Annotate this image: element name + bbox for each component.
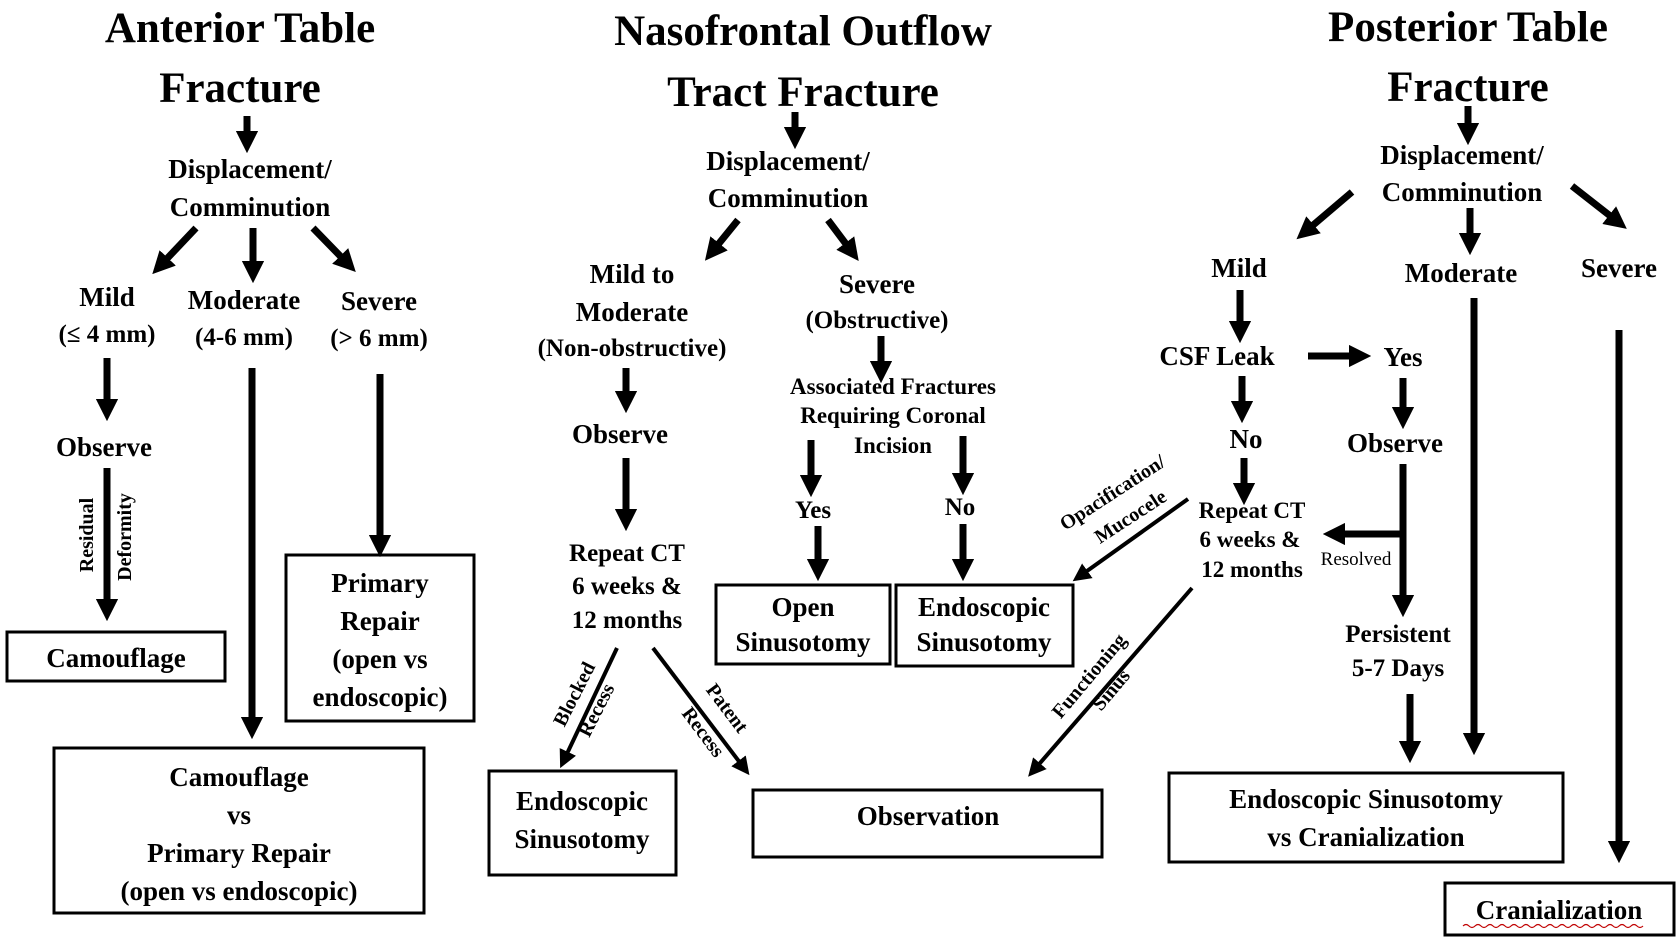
arrow-anterior-to-mild: [152, 225, 199, 275]
posterior-repeat-line2: 6 weeks &: [1200, 527, 1301, 552]
endo-vs-line2: vs Cranialization: [1267, 822, 1464, 852]
endo-vs-cranialization-box: [1167, 771, 1565, 864]
residual-label: Residual: [76, 497, 98, 572]
posterior-mild: Mild: [1211, 253, 1267, 283]
arrow-nasofrontal-to-mild: [704, 217, 741, 261]
resolved-label: Resolved: [1321, 549, 1392, 570]
posterior-no: No: [1230, 424, 1263, 454]
nasofrontal-severe-line2: (Obstructive): [805, 307, 948, 334]
open-line1: Open: [771, 592, 834, 622]
anterior-severe: Severe: [341, 286, 417, 316]
csf-leak: CSF Leak: [1159, 341, 1274, 371]
nasofrontal-observe: Observe: [572, 419, 668, 449]
nasofrontal-displacement-line1: Displacement/: [706, 146, 870, 176]
anterior-displacement-line2: Comminution: [170, 192, 331, 222]
anterior-displacement-line1: Displacement/: [168, 154, 332, 184]
camo-vs-repair-box: [52, 746, 426, 915]
observation-text: Observation: [857, 801, 1000, 831]
nasofrontal-title-line1: Nasofrontal Outflow: [614, 8, 992, 55]
primary-repair-line4: endoscopic): [313, 682, 448, 712]
endoscopic-sinusotomy-box-upper: [894, 583, 1075, 668]
posterior-title-line2: Fracture: [1387, 64, 1549, 111]
nasofrontal-column: Nasofrontal Outflow Tract Fracture Displ…: [487, 8, 1104, 877]
anterior-mild: Mild: [79, 282, 135, 312]
posterior-repeat-line1: Repeat CT: [1199, 498, 1306, 523]
endo-upper-line1: Endoscopic: [918, 592, 1050, 622]
endoscopic-sinusotomy-box-lower: [487, 769, 678, 877]
cranialization-text: Cranialization: [1476, 895, 1643, 925]
nasofrontal-yes: Yes: [795, 497, 831, 524]
persistent-line2: 5-7 Days: [1352, 655, 1445, 682]
arrow-repeat-to-blocked: [559, 647, 619, 769]
anterior-column: Anterior Table Fracture Displacement/ Co…: [5, 5, 476, 915]
nasofrontal-displacement-line2: Comminution: [708, 183, 869, 213]
persistent-line1: Persistent: [1345, 621, 1451, 648]
arrow-repeat-to-observation-functioning: [1028, 586, 1194, 777]
nasofrontal-repeat-line2: 6 weeks &: [572, 573, 682, 600]
primary-repair-line3: (open vs: [332, 644, 427, 674]
observation-box: [751, 788, 1104, 859]
posterior-column: Posterior Table Fracture Displacement/ C…: [1028, 4, 1676, 937]
nasofrontal-no: No: [945, 494, 976, 521]
open-line2: Sinusotomy: [735, 627, 871, 657]
anterior-title-line1: Anterior Table: [105, 5, 375, 52]
associated-line1: Associated Fractures: [790, 374, 996, 399]
camouflage-box: [5, 630, 227, 683]
deformity-label: Deformity: [114, 493, 136, 581]
primary-repair-line1: Primary: [331, 568, 429, 598]
anterior-severe-range: (> 6 mm): [330, 325, 428, 352]
open-sinusotomy-box: [714, 583, 892, 666]
nasofrontal-mild-line3: (Non-obstructive): [538, 335, 727, 362]
primary-repair-box: [284, 553, 476, 723]
cranialization-box: [1443, 881, 1676, 937]
posterior-title-line1: Posterior Table: [1328, 4, 1608, 51]
arrow-posterior-to-severe: [1569, 183, 1627, 229]
posterior-repeat-line3: 12 months: [1201, 557, 1303, 582]
nasofrontal-mild-line2: Moderate: [576, 297, 688, 327]
endo-vs-line1: Endoscopic Sinusotomy: [1229, 784, 1503, 814]
arrow-posterior-to-mild: [1296, 189, 1355, 240]
arrow-nasofrontal-to-severe: [825, 217, 859, 261]
anterior-mild-range: (≤ 4 mm): [58, 321, 155, 348]
camo-vs-line4: (open vs endoscopic): [120, 876, 357, 906]
posterior-severe: Severe: [1581, 253, 1657, 283]
camouflage-text: Camouflage: [46, 643, 185, 673]
endo-upper-line2: Sinusotomy: [916, 627, 1052, 657]
posterior-observe: Observe: [1347, 428, 1443, 458]
associated-line3: Incision: [854, 433, 932, 458]
endo-lower-line1: Endoscopic: [516, 786, 648, 816]
anterior-title-line2: Fracture: [159, 65, 321, 112]
anterior-moderate-range: (4-6 mm): [195, 324, 293, 351]
posterior-displacement-line1: Displacement/: [1380, 140, 1544, 170]
anterior-observe: Observe: [56, 432, 152, 462]
camo-vs-line2: vs: [227, 800, 251, 830]
nasofrontal-repeat-line1: Repeat CT: [569, 540, 685, 567]
arrow-anterior-to-severe: [310, 225, 356, 273]
anterior-moderate: Moderate: [188, 285, 300, 315]
nasofrontal-severe-line1: Severe: [839, 269, 915, 299]
nasofrontal-mild-line1: Mild to: [590, 259, 675, 289]
camo-vs-line3: Primary Repair: [147, 838, 331, 868]
posterior-displacement-line2: Comminution: [1382, 177, 1543, 207]
primary-repair-line2: Repair: [340, 606, 420, 636]
spellcheck-underline: [1462, 923, 1644, 929]
posterior-moderate: Moderate: [1405, 258, 1517, 288]
arrow-repeat-to-endoscopic-opacification: [1072, 497, 1190, 582]
arrow-repeat-to-patent: [651, 646, 750, 776]
nasofrontal-repeat-line3: 12 months: [572, 607, 683, 634]
associated-line2: Requiring Coronal: [800, 403, 986, 428]
endo-lower-line2: Sinusotomy: [514, 824, 650, 854]
posterior-yes: Yes: [1384, 342, 1423, 372]
camo-vs-line1: Camouflage: [169, 762, 308, 792]
nasofrontal-title-line2: Tract Fracture: [667, 69, 939, 116]
